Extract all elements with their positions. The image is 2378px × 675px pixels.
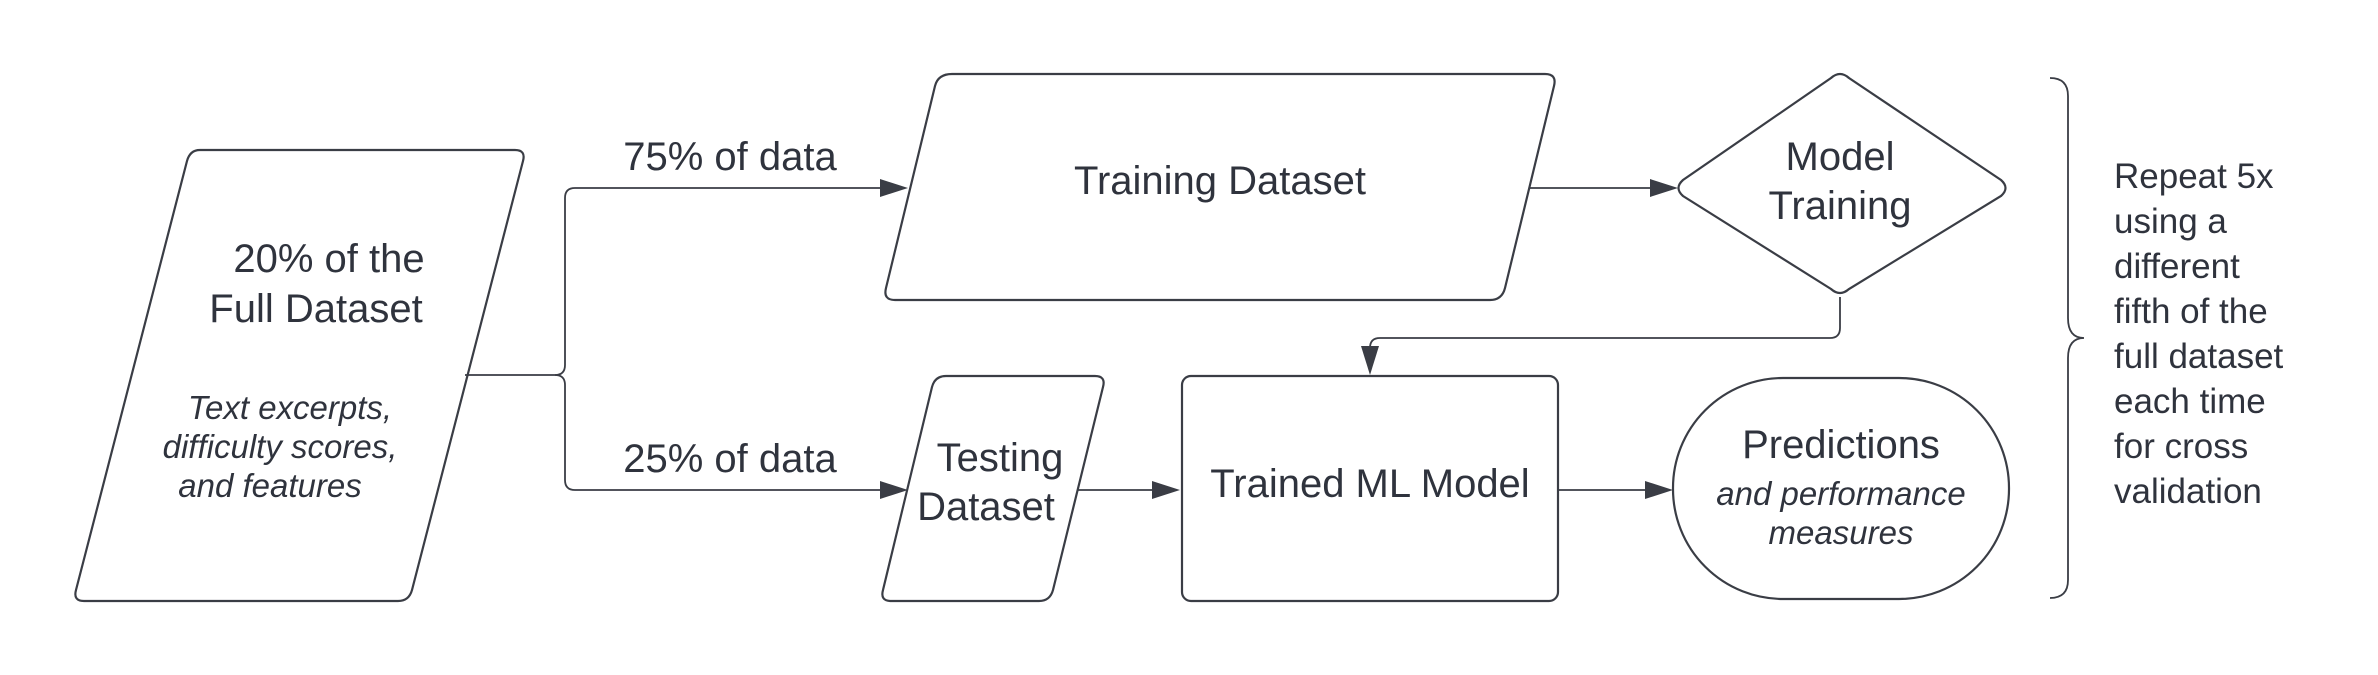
predictions-subtitle-line1: and performance	[1716, 475, 1965, 512]
predictions-node	[1671, 376, 2011, 601]
full-dataset-title-line1: 20% of the	[233, 237, 424, 281]
split-connector-line-lower	[554, 374, 880, 491]
train-split-label: 75% of data	[623, 135, 837, 179]
repeat-note-line: each time	[2114, 382, 2266, 421]
trained-model-title: Trained ML Model	[1210, 462, 1529, 506]
predictions-subtitle-line2: measures	[1769, 514, 1914, 551]
arrowhead-to-testing	[880, 481, 908, 499]
repeat-note-line: for cross	[2114, 427, 2248, 466]
repeat-note-line: fifth of the	[2114, 292, 2268, 331]
model-training-title-line2: Training	[1768, 184, 1911, 228]
repeat-note: Repeat 5x using a different fifth of the…	[2114, 157, 2284, 511]
repeat-note-line: Repeat 5x	[2114, 157, 2274, 196]
predictions-title: Predictions	[1742, 423, 1940, 467]
training-dataset-node	[884, 72, 1556, 302]
full-dataset-subtitle-line2: difficulty scores,	[163, 428, 398, 465]
arrowhead-to-predictions	[1645, 481, 1673, 499]
full-dataset-subtitle-line3: and features	[178, 467, 361, 504]
full-dataset-node	[74, 148, 525, 603]
test-split-label: 25% of data	[623, 437, 837, 481]
testing-dataset-title-line1: Testing	[937, 436, 1064, 480]
full-dataset-subtitle-line1: Text excerpts,	[188, 389, 392, 426]
model-training-node	[1677, 72, 2007, 295]
repeat-brace	[2049, 77, 2085, 599]
trained-model-node	[1180, 374, 1560, 603]
model-to-trained-line	[1369, 297, 1841, 349]
full-dataset-title-line2: Full Dataset	[209, 287, 422, 331]
repeat-note-line: different	[2114, 247, 2240, 286]
arrowhead-to-model-training	[1650, 179, 1678, 197]
arrowhead-to-trained-model	[1361, 346, 1379, 375]
repeat-note-line: validation	[2114, 472, 2262, 511]
testing-dataset-node	[881, 374, 1105, 603]
model-training-title-line1: Model	[1786, 135, 1895, 179]
arrowhead-to-training	[880, 179, 908, 197]
arrowhead-testing-to-model	[1152, 481, 1180, 499]
split-connector-line	[465, 187, 880, 376]
repeat-note-line: using a	[2114, 202, 2227, 241]
testing-dataset-title-line2: Dataset	[917, 485, 1055, 529]
repeat-note-line: full dataset	[2114, 337, 2284, 376]
training-dataset-title: Training Dataset	[1074, 159, 1366, 203]
